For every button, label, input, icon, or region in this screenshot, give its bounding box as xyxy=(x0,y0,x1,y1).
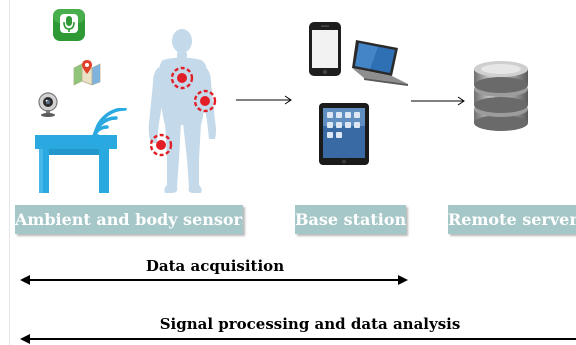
human-body-icon xyxy=(148,29,216,193)
left-edge-rule xyxy=(9,0,10,345)
map-app-icon xyxy=(73,60,101,86)
flow-arrow xyxy=(236,95,292,105)
microphone-app-icon xyxy=(53,9,85,41)
signal-processing-label: Signal processing and data analysis xyxy=(159,315,461,333)
ambient-and-body-sensors-label: Ambient and body sensors xyxy=(15,205,243,234)
remote-server-label: Remote server xyxy=(448,205,576,234)
tablet-icon xyxy=(319,103,369,165)
body-sensor-icon xyxy=(149,133,173,157)
laptop-icon xyxy=(352,40,408,86)
base-station-label: Base station xyxy=(295,205,406,234)
data-acquisition-span-arrow xyxy=(20,275,408,285)
wifi-icon xyxy=(90,108,127,144)
flow-arrow xyxy=(411,96,465,106)
body-sensor-icon xyxy=(193,89,217,113)
smartphone-icon xyxy=(309,22,341,76)
body-sensor-icon xyxy=(170,66,194,90)
database-server-icon xyxy=(474,61,528,131)
webcam-icon xyxy=(38,92,58,117)
signal-processing-span-arrow xyxy=(20,334,576,344)
data-acquisition-label: Data acquisition xyxy=(145,257,285,275)
